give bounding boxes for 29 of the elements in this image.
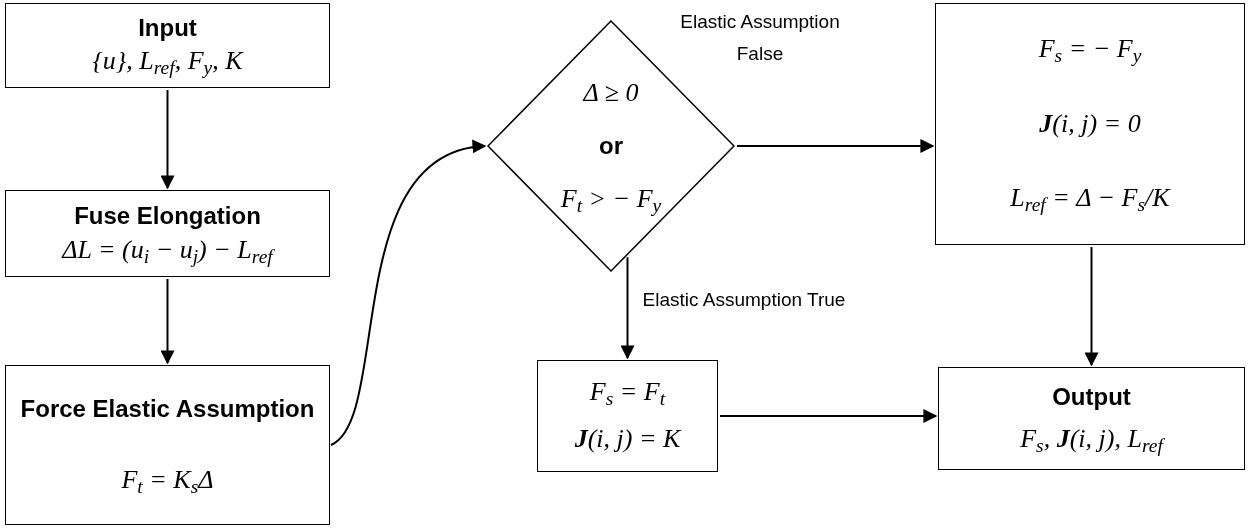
process-box: [5, 3, 330, 88]
arrow: [620, 256, 635, 360]
arrow: [160, 89, 175, 190]
arrow: [330, 141, 487, 446]
formula: J(i, j) = K: [574, 423, 681, 456]
box-heading: Force Elastic Assumption: [20, 393, 315, 424]
arrow: [1084, 246, 1099, 367]
process-box: [935, 3, 1245, 245]
formula: {u}, L$_{ref}$, F$_{y}$, K: [92, 45, 243, 78]
formula: Δ ≥ 0: [583, 76, 639, 109]
box-heading: Output: [1052, 381, 1131, 412]
formula: F$_{t}$ = K$_{s}$Δ: [121, 463, 214, 497]
formula: F$_{s}$ = F$_{t}$: [589, 376, 666, 409]
formula: J(i, j) = 0: [1039, 107, 1141, 140]
process-box: [938, 367, 1245, 470]
box-heading: Fuse Elongation: [74, 200, 261, 231]
arrow: [736, 139, 935, 153]
box-heading: Input: [138, 13, 197, 44]
process-box: [5, 190, 330, 277]
formula: F$_{t}$ > − F$_{y}$: [560, 182, 662, 216]
arrow: [160, 278, 175, 365]
arrow: [719, 409, 938, 423]
formula: F$_{s}$, J(i, j), L$_{ref}$: [1020, 422, 1163, 456]
formula: F$_{s}$ = − F$_{y}$: [1038, 33, 1142, 66]
process-box: [5, 365, 330, 525]
process-box: [537, 360, 718, 472]
formula: ΔL = (u$_{i}$ − u$_{j}$) − L$_{ref}$: [62, 233, 273, 267]
formula: L$_{ref}$ = Δ − F$_{s}$/K: [1010, 182, 1170, 215]
box-heading: or: [599, 131, 623, 161]
